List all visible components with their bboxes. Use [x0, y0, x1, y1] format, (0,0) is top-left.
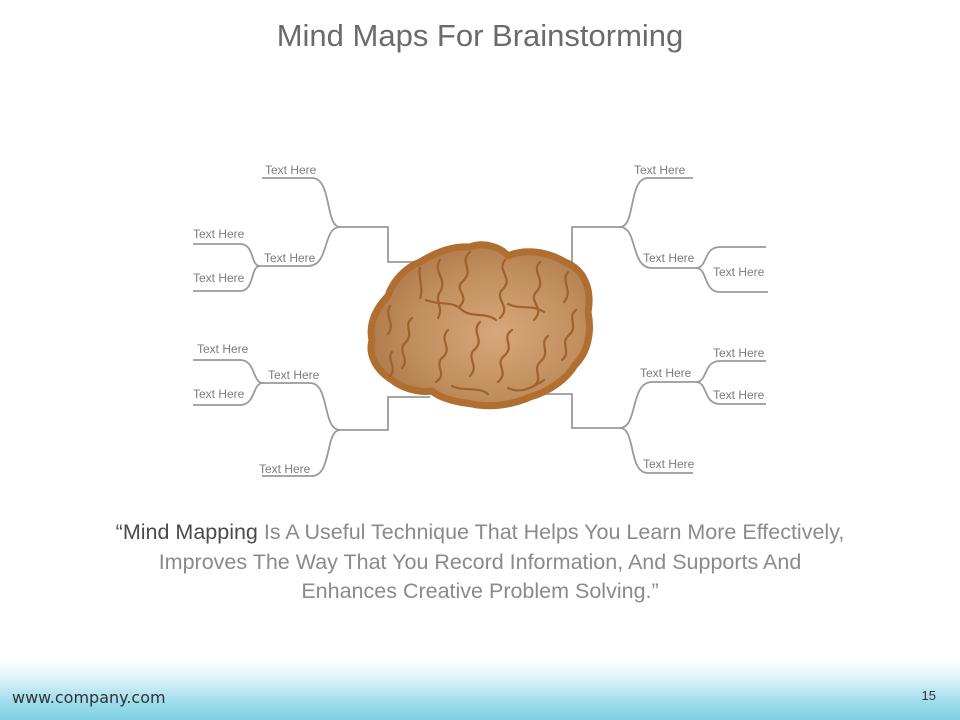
footer-bar: www.company.com 15: [0, 660, 960, 720]
node-label-top-right-upper: Text Here: [634, 163, 686, 177]
connector-top-right-sub-a: [695, 246, 766, 269]
connector-top-left-upper: [262, 177, 341, 228]
brain-folds: [386, 250, 578, 396]
connector-bottom-right-sub-b: [695, 381, 766, 405]
connector-top-left-stem: [340, 226, 430, 263]
quote-text: “Mind Mapping Is A Useful Technique That…: [110, 518, 850, 607]
connector-bottom-right-sub-a: [695, 360, 766, 383]
brain-outline: [367, 241, 593, 410]
node-label-top-right-sub: Text Here: [713, 265, 765, 279]
node-label-bottom-right-sub-a: Text Here: [713, 346, 765, 360]
node-label-top-left-sub-a: Text Here: [193, 227, 245, 241]
node-label-bottom-left-sub-a: Text Here: [197, 342, 249, 356]
connector-top-left-sub-b: [193, 265, 261, 292]
connector-top-right-lower: [619, 226, 696, 269]
connector-bottom-left-stem: [340, 396, 430, 431]
node-label-bottom-right-lower: Text Here: [643, 457, 695, 471]
connector-bottom-left-sub-b: [193, 382, 264, 406]
node-label-top-left-lower: Text Here: [264, 251, 316, 265]
node-label-bottom-left-sub-b: Text Here: [193, 387, 245, 401]
connector-top-right-upper: [619, 177, 693, 228]
connector-bottom-right-stem: [535, 393, 620, 429]
node-label-top-right-lower: Text Here: [643, 251, 695, 265]
connector-bottom-left-lower: [262, 429, 341, 477]
connector-bottom-right-upper: [619, 381, 696, 429]
connector-bottom-left-upper: [263, 382, 341, 431]
footer-url: www.company.com: [12, 688, 166, 707]
node-label-bottom-left-upper: Text Here: [268, 368, 320, 382]
mind-map-labels: Text Here Text Here Text Here Text Here …: [193, 163, 765, 476]
quote-open-mark: “: [115, 520, 123, 544]
quote-highlight: Mind Mapping: [122, 520, 258, 544]
quote-body: Is A Useful Technique That Helps You Lea…: [158, 520, 845, 603]
page-number: 15: [921, 688, 936, 703]
node-label-bottom-left-lower: Text Here: [259, 462, 311, 476]
connector-top-left-sub-a: [193, 243, 261, 267]
connector-top-left-lower: [260, 226, 341, 267]
node-label-top-left-upper: Text Here: [265, 163, 317, 177]
brain-icon: [367, 241, 593, 410]
connector-lines: [193, 177, 768, 477]
node-label-bottom-right-upper: Text Here: [640, 366, 692, 380]
node-label-bottom-right-sub-b: Text Here: [713, 388, 765, 402]
connector-bottom-left-sub-a: [193, 359, 264, 384]
node-label-top-left-sub-b: Text Here: [193, 271, 245, 285]
connector-bottom-right-lower: [619, 427, 693, 474]
connector-top-right-sub-b: [695, 267, 768, 293]
slide-title: Mind Maps For Brainstorming: [276, 18, 684, 53]
